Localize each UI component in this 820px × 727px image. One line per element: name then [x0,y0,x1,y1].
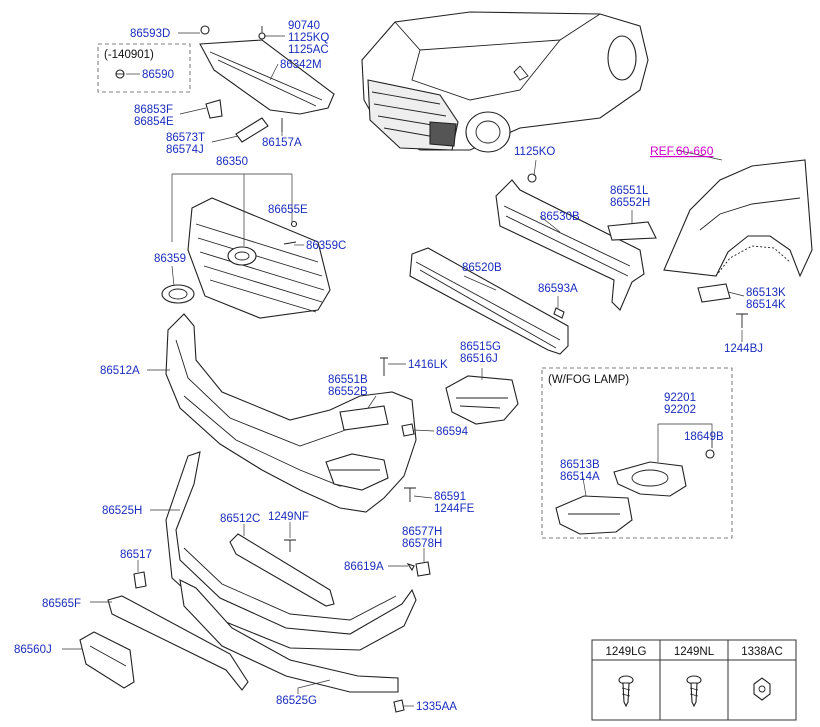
variant-box-140901 [97,43,191,93]
label-wfog-lamp: (W/FOG LAMP) [548,374,629,386]
label-86590: 86590 [142,69,174,81]
label-1125KQ: 1125KQ [288,32,329,44]
absorber-86520B [409,247,569,355]
label-86593D: 86593D [130,28,170,40]
label-86359C: 86359C [306,240,346,252]
label-18649B: 18649B [684,431,724,443]
label-86577H: 86577H [402,526,442,538]
label-86516J: 86516J [460,353,498,365]
fog-lamp-92201 [613,461,687,497]
label-86552H: 86552H [610,197,650,209]
label-92202: 92202 [664,404,696,416]
label-86512C: 86512C [220,513,260,525]
fog-garnish-86513B [555,495,633,535]
label-86551B: 86551B [328,374,368,386]
radiator-grille-86350 [187,197,331,319]
label-86515G: 86515G [460,341,501,353]
label-86350: 86350 [216,156,248,168]
label-1249NF: 1249NF [268,511,309,523]
bracket-86577H [415,561,431,577]
label-86514A: 86514A [560,471,600,483]
label-86655E: 86655E [268,204,308,216]
label-86359: 86359 [154,253,186,265]
label-92201: 92201 [664,392,696,404]
label-86593A: 86593A [538,283,578,295]
label-ref-60-660[interactable]: REF.60-660 [650,144,714,158]
label-86552B: 86552B [328,386,368,398]
bracket-86517 [133,571,147,589]
bracket-86551B [339,405,389,431]
screw-86591 [404,487,416,502]
label-86513K: 86513K [746,287,786,299]
table-header-1249NL: 1249NL [674,646,715,658]
label-86520B: 86520B [462,262,502,274]
label-1335AA: 1335AA [416,701,457,713]
label-86530B: 86530B [540,211,580,223]
bracket-86513K [697,283,731,303]
label-1416LK: 1416LK [408,359,448,371]
fastener-table: 1249LG 1249NL 1338AC [591,639,797,721]
screw-1244BJ [736,313,748,328]
label-86157A: 86157A [262,137,302,149]
label-86578H: 86578H [402,538,442,550]
table-header-1249LG: 1249LG [606,646,647,658]
label-86573T: 86573T [166,132,205,144]
label-86591: 86591 [434,491,466,503]
label-86342M: 86342M [280,59,322,71]
label-1125AC: 1125AC [288,44,329,56]
clip-86655E [290,220,298,228]
label-86565F: 86565F [42,598,81,610]
label-86525G: 86525G [276,695,317,707]
screw-1249LG-icon [618,675,634,708]
label-86560J: 86560J [14,644,52,656]
nut-1338AC-icon [753,677,771,701]
screw-1249NL-icon [686,675,702,708]
label-86512A: 86512A [100,365,140,377]
label-140901: (-140901) [104,49,154,61]
garnish-86515G [445,375,519,425]
fender-ref-60-660 [663,159,813,278]
screw-1249NF [284,539,296,552]
beam-86530B [495,173,645,311]
label-1244FE: 1244FE [434,503,475,515]
label-86594: 86594 [436,426,469,438]
lower-lip-86525G [179,579,399,693]
label-1244BJ: 1244BJ [724,343,763,355]
bumper-cover-86512A [165,313,417,513]
skid-plate-86560J [79,631,135,689]
label-86853F: 86853F [134,104,173,116]
label-86517: 86517 [120,549,152,561]
table-header-1338AC: 1338AC [741,646,783,658]
molding-86512C [229,533,335,607]
emblem-86359 [161,284,195,304]
clip-86594 [401,423,415,437]
clip-1335AA [393,699,405,713]
label-86551L: 86551L [610,185,649,197]
part-labels: 86593D 90740 1125KQ 1125AC (-140901) 865… [14,20,786,713]
bracket-86551L [607,221,657,241]
label-86854E: 86854E [134,116,174,128]
skid-86565F [107,595,249,691]
fog-lamp-box [541,367,733,539]
vehicle-front-view [361,11,649,153]
label-90740: 90740 [288,20,320,32]
label-1125KO: 1125KO [514,146,555,158]
clip-86590-icon [115,69,125,79]
screw-86359C [283,241,297,245]
screw-1416LK [380,357,388,376]
lower-frame-86525H [165,451,417,651]
upper-cover-86342M [199,25,335,115]
label-86525H: 86525H [102,505,142,517]
bracket-86853F [205,99,223,119]
leader-lines [62,32,745,707]
label-86619A: 86619A [344,561,384,573]
label-86513B: 86513B [560,459,600,471]
label-86574J: 86574J [166,144,204,156]
bulb-18649B [705,449,715,459]
clip-86619A [406,562,415,572]
clip-86593A [553,307,565,319]
label-86514K: 86514K [746,299,786,311]
